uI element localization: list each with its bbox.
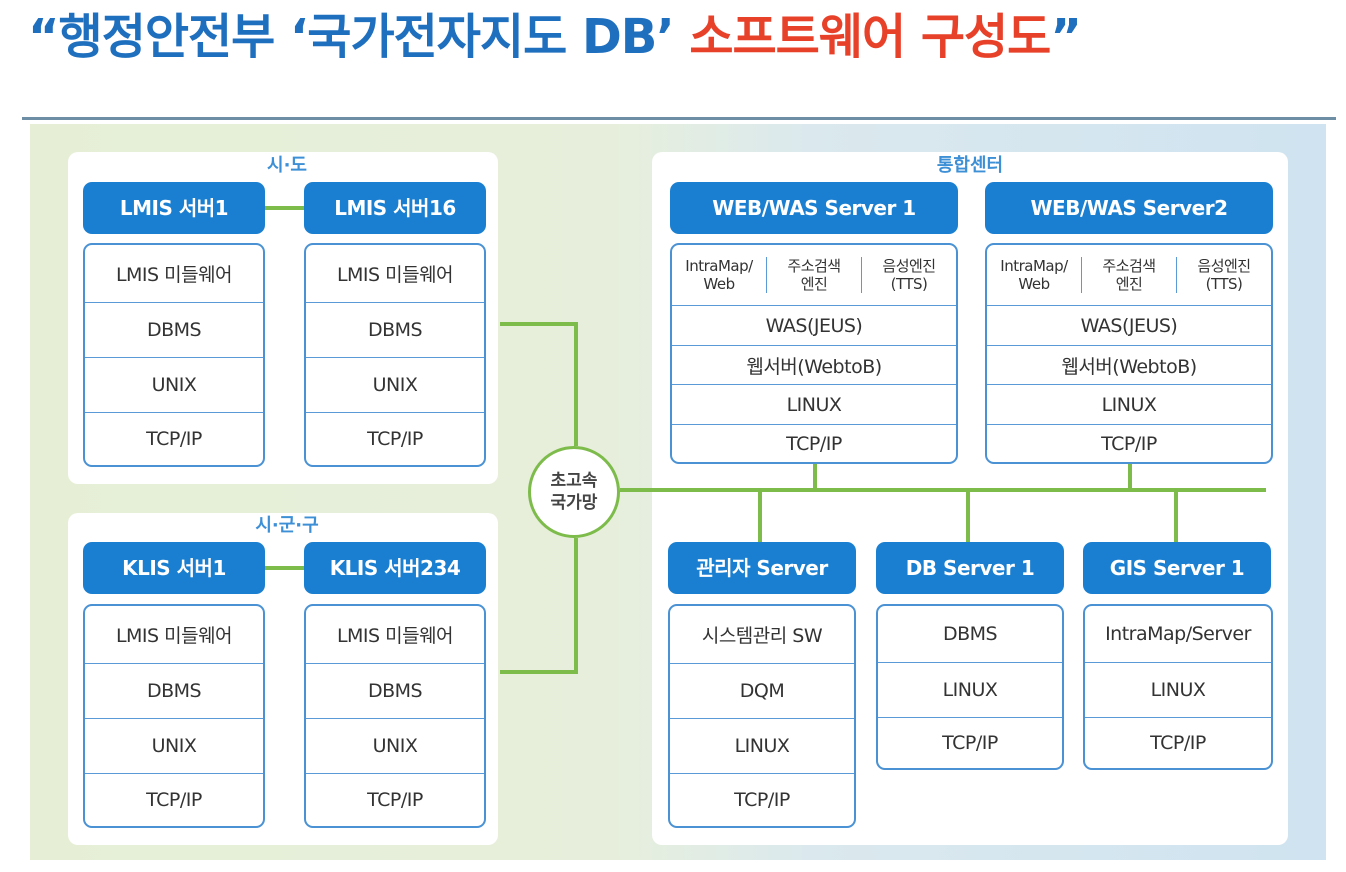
tts-engine-cell: 음성엔진 (TTS) xyxy=(1176,257,1271,293)
db-server-header: DB Server 1 xyxy=(876,542,1064,594)
lmis-server16-header: LMIS 서버16 xyxy=(304,182,486,234)
stack-row-network: TCP/IP xyxy=(306,773,484,826)
stack-row-gis-engine: IntraMap/Server xyxy=(1105,623,1251,645)
stack-row-middleware: LMIS 미들웨어 xyxy=(115,625,233,647)
klis-server1-stack: LMIS 미들웨어 DBMS UNIX TCP/IP xyxy=(83,604,265,828)
klis-server234-stack: LMIS 미들웨어 DBMS UNIX TCP/IP xyxy=(304,604,486,828)
klis-server234-header: KLIS 서버234 xyxy=(304,542,486,594)
stack-row-os: LINUX xyxy=(1085,662,1271,717)
stack-row-os: UNIX xyxy=(306,718,484,773)
stack-row-dbms: DBMS xyxy=(85,663,263,718)
stack-row-network: TCP/IP xyxy=(85,412,263,465)
stack-row-os: LINUX xyxy=(987,384,1271,424)
tts-engine-cell: 음성엔진 (TTS) xyxy=(861,257,956,293)
stack-row-was: WAS(JEUS) xyxy=(672,305,956,345)
sigungu-label: 시·군·구 xyxy=(255,515,319,536)
title-divider xyxy=(22,117,1336,120)
stack-row-webserver: 웹서버(WebtoB) xyxy=(987,345,1271,384)
stack-row-network: TCP/IP xyxy=(878,717,1062,768)
gis-server-header: GIS Server 1 xyxy=(1083,542,1271,594)
stack-row-dbms: DBMS xyxy=(85,302,263,357)
stack-row-network: TCP/IP xyxy=(85,773,263,826)
lmis-server1-stack: LMIS 미들웨어 DBMS UNIX TCP/IP xyxy=(83,243,265,467)
stack-row-dbms: DBMS xyxy=(306,302,484,357)
page-title: “행정안전부 ‘국가전자지도 DB’ 소프트웨어 구성도” xyxy=(28,2,1328,72)
stack-row-system-sw: 시스템관리 SW xyxy=(701,625,823,647)
stack-row-os: UNIX xyxy=(85,718,263,773)
stack-row-network: TCP/IP xyxy=(1085,717,1271,768)
stack-row-os: LINUX xyxy=(672,384,956,424)
stack-row-os: UNIX xyxy=(85,357,263,412)
stack-row-dbms: DBMS xyxy=(942,623,998,645)
lmis-server16-stack: LMIS 미들웨어 DBMS UNIX TCP/IP xyxy=(304,243,486,467)
lmis-server1-header: LMIS 서버1 xyxy=(83,182,265,234)
stack-row-middleware: LMIS 미들웨어 xyxy=(336,625,454,647)
web-was-server1-stack: IntraMap/ Web 주소검색 엔진 음성엔진 (TTS) WAS(JEU… xyxy=(670,243,958,464)
national-network-hub: 초고속 국가망 xyxy=(528,446,620,538)
stack-row-os: LINUX xyxy=(878,662,1062,717)
admin-server-header: 관리자 Server xyxy=(668,542,856,594)
admin-server-stack: 시스템관리 SW DQM LINUX TCP/IP xyxy=(668,604,856,828)
title-part-red: 소프트웨어 구성도 xyxy=(689,9,1051,65)
sido-label: 시·도 xyxy=(267,155,307,176)
web-was-server1-header: WEB/WAS Server 1 xyxy=(670,182,958,234)
intramap-web-cell: IntraMap/ Web xyxy=(1000,257,1068,293)
stack-row-dbms: DBMS xyxy=(306,663,484,718)
stack-row-dqm: DQM xyxy=(670,663,854,718)
stack-row-network: TCP/IP xyxy=(987,424,1271,462)
stack-row-os: LINUX xyxy=(670,718,854,773)
web-was-server2-header: WEB/WAS Server2 xyxy=(985,182,1273,234)
web-was-server2-stack: IntraMap/ Web 주소검색 엔진 음성엔진 (TTS) WAS(JEU… xyxy=(985,243,1273,464)
stack-row-middleware: LMIS 미들웨어 xyxy=(115,264,233,286)
stack-row-middleware: LMIS 미들웨어 xyxy=(336,264,454,286)
stack-row-webserver: 웹서버(WebtoB) xyxy=(672,345,956,384)
center-label: 통합센터 xyxy=(936,155,1004,176)
stack-row-network: TCP/IP xyxy=(306,412,484,465)
app-row: IntraMap/ Web 주소검색 엔진 음성엔진 (TTS) xyxy=(987,245,1271,305)
klis-server1-header: KLIS 서버1 xyxy=(83,542,265,594)
address-search-cell: 주소검색 엔진 xyxy=(766,257,861,293)
stack-row-network: TCP/IP xyxy=(670,773,854,826)
title-closing-quote: ” xyxy=(1050,9,1082,65)
address-search-cell: 주소검색 엔진 xyxy=(1081,257,1176,293)
gis-server-stack: IntraMap/Server LINUX TCP/IP xyxy=(1083,604,1273,770)
title-part-blue: “행정안전부 ‘국가전자지도 DB’ xyxy=(28,9,690,65)
app-row: IntraMap/ Web 주소검색 엔진 음성엔진 (TTS) xyxy=(672,245,956,305)
stack-row-network: TCP/IP xyxy=(672,424,956,462)
stack-row-was: WAS(JEUS) xyxy=(987,305,1271,345)
intramap-web-cell: IntraMap/ Web xyxy=(685,257,753,293)
db-server-stack: DBMS LINUX TCP/IP xyxy=(876,604,1064,770)
stack-row-os: UNIX xyxy=(306,357,484,412)
